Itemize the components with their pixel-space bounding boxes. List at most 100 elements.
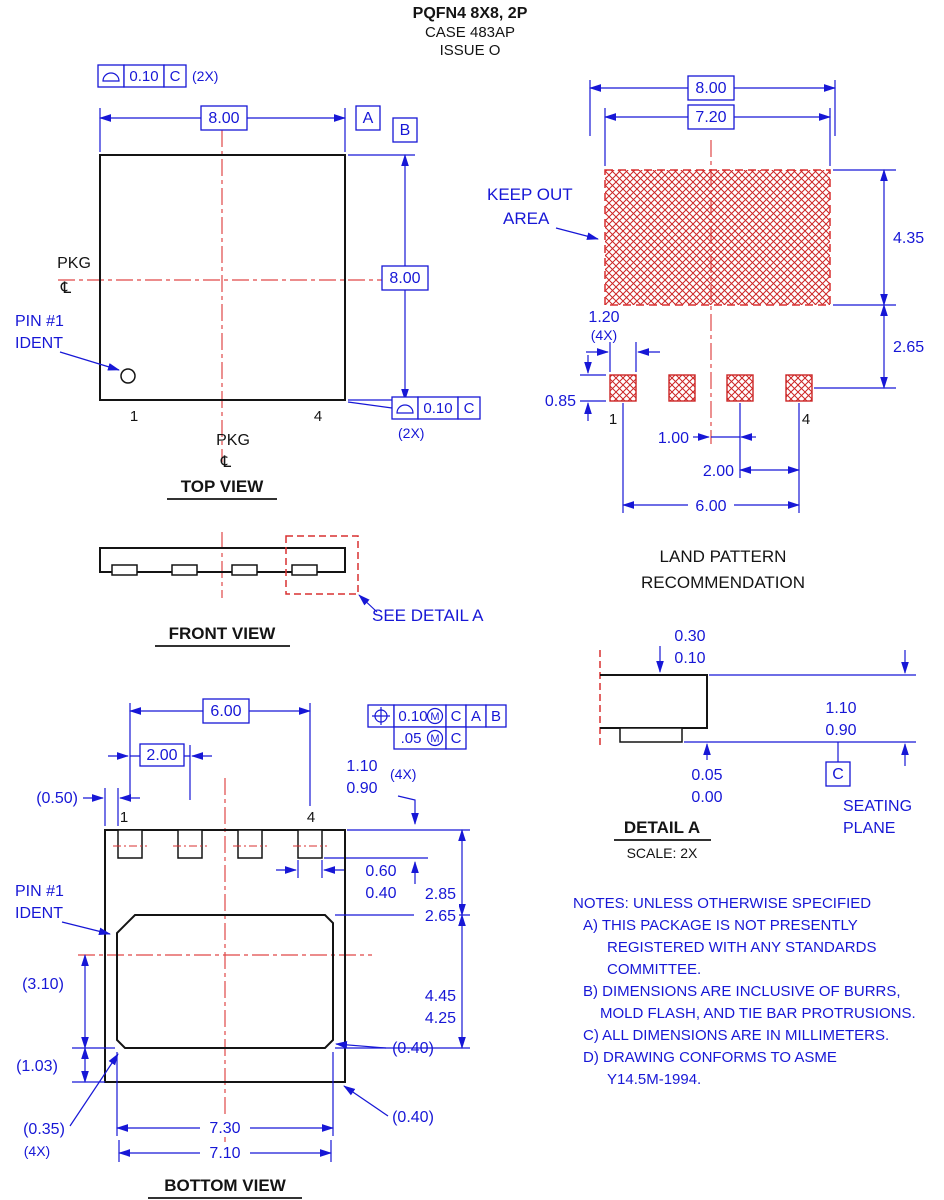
datum-b-label: B — [400, 122, 411, 139]
dim-pin-width-min: 0.40 — [365, 885, 396, 902]
dim-text-bg — [200, 1117, 250, 1137]
scale-label: SCALE: 2X — [627, 845, 698, 861]
extension-lines — [684, 674, 916, 743]
pin-2 — [177, 829, 203, 859]
extension-lines — [324, 829, 470, 859]
pin-number-4: 4 — [307, 809, 315, 826]
mmc-modifier-icon — [426, 707, 444, 725]
view-title: DETAIL A — [624, 818, 700, 837]
pin-1 — [117, 829, 143, 859]
fcf-datum: C — [170, 68, 181, 85]
dim-overall-value: 8.00 — [695, 80, 726, 97]
dim-lead-thick-min: 0.10 — [674, 650, 705, 667]
ref-leader — [335, 1041, 387, 1049]
ref-corner-a-value: (0.40) — [392, 1040, 434, 1057]
pin-number-4: 4 — [314, 408, 322, 425]
package-edge-profile — [600, 674, 708, 729]
text-bg — [412, 985, 458, 1027]
ref-leader — [343, 1085, 389, 1117]
dim-text-bg — [200, 1142, 250, 1162]
ref-bottom-value: (1.03) — [16, 1058, 58, 1075]
fcf-position: 0.10 M C A B .05 M C — [367, 704, 507, 750]
bottom-view: 6.00 2.00 0.10 M C A B .05 M C 1.10 0.90… — [15, 698, 507, 1199]
profile-of-surface-icon — [396, 404, 414, 414]
note-line: A) THIS PACKAGE IS NOT PRESENTLY — [583, 917, 858, 934]
dim-pad-height-value: 0.85 — [545, 393, 576, 410]
extension-lines — [72, 1047, 115, 1083]
ref-leader — [69, 1053, 119, 1127]
profile-of-surface-icon — [102, 72, 120, 82]
dim-box — [687, 75, 735, 101]
lead-2 — [171, 564, 198, 576]
dim-pin-len-min: 0.90 — [346, 780, 377, 797]
position-tolerance-icon — [372, 707, 390, 725]
pin-number-1: 1 — [120, 809, 128, 826]
fcf-datum: C — [464, 400, 475, 417]
dim-width-value: 8.00 — [208, 110, 239, 127]
fcf-profile-top: 0.10 C (2X) — [97, 64, 218, 88]
dim-span-value: 6.00 — [210, 703, 241, 720]
dim-pin-len-max: 1.10 — [346, 758, 377, 775]
dim-pad-top-max: 2.85 — [425, 886, 456, 903]
dim-count: (4X) — [390, 766, 416, 782]
dim-pitch-value: 2.00 — [703, 463, 734, 480]
mmc-letter: M — [430, 733, 439, 745]
pin1-ident-label: IDENT — [15, 905, 63, 922]
fcf-count: (2X) — [398, 425, 424, 441]
see-detail-label: SEE DETAIL A — [372, 606, 484, 625]
pin1-leader — [61, 921, 111, 936]
keepout-label: AREA — [503, 209, 550, 228]
ref-chamfer-count: (4X) — [24, 1143, 50, 1159]
pin1-leader — [59, 351, 120, 371]
dim-keepout-height-value: 4.35 — [893, 230, 924, 247]
note-line: REGISTERED WITH ANY STANDARDS — [607, 939, 876, 956]
dim-span-value: 6.00 — [695, 498, 726, 515]
datum-a-label: A — [363, 110, 374, 127]
seating-plane-label: PLANE — [843, 820, 895, 837]
land-pad-4 — [785, 374, 813, 402]
note-line: MOLD FLASH, AND TIE BAR PROTRUSIONS. — [600, 1005, 916, 1022]
land-pad-2 — [668, 374, 696, 402]
fcf-datum-1: C — [451, 708, 462, 725]
centerline-symbol: ℄ — [60, 280, 72, 297]
extension-lines — [116, 1052, 334, 1162]
dim-arrow — [397, 795, 419, 825]
view-title: TOP VIEW — [181, 477, 264, 496]
package-outline — [99, 154, 346, 401]
pin1-ident-dot — [120, 368, 136, 384]
dim-pad-top-min: 2.65 — [425, 908, 456, 925]
text-bg — [302, 806, 320, 826]
centerline-symbol: ℄ — [220, 454, 232, 471]
extension-lines — [580, 374, 606, 402]
pin-number-1: 1 — [609, 411, 617, 428]
dim-body-height-min: 0.90 — [825, 722, 856, 739]
dim-pad-height-min: 4.25 — [425, 1010, 456, 1027]
note-line: COMMITTEE. — [607, 961, 701, 978]
dim-box — [202, 698, 250, 724]
dim-standoff-min: 0.00 — [691, 789, 722, 806]
land-pad-3 — [726, 374, 754, 402]
fcf2-datum: C — [451, 730, 462, 747]
lead-3 — [231, 564, 258, 576]
ref-corner-b-value: (0.40) — [392, 1109, 434, 1126]
dim-pin-width-max: 0.60 — [365, 863, 396, 880]
extension-lines — [622, 403, 800, 513]
pin-3 — [237, 829, 263, 859]
pin-number-1: 1 — [130, 408, 138, 425]
pin1-ident-label: PIN #1 — [15, 883, 64, 900]
fcf-datum-3: B — [491, 708, 501, 725]
land-pad-1 — [609, 374, 637, 402]
drawing-title: PQFN4 8X8, 2P — [413, 5, 528, 22]
extension-lines — [297, 860, 323, 878]
dim-half-pitch-value: 1.00 — [658, 430, 689, 447]
ref-chamfer-value: (0.35) — [23, 1121, 65, 1138]
header: PQFN4 8X8, 2P CASE 483AP ISSUE O — [413, 5, 528, 59]
fcf-datum-2: A — [471, 708, 481, 725]
keepout-label: KEEP OUT — [487, 185, 573, 204]
dim-body-height-max: 1.10 — [825, 700, 856, 717]
fcf2-tolerance: .05 — [401, 730, 422, 747]
extension-lines — [609, 342, 637, 372]
fcf-tolerance: 0.10 — [398, 708, 427, 725]
exposed-pad-outline — [116, 914, 334, 1049]
